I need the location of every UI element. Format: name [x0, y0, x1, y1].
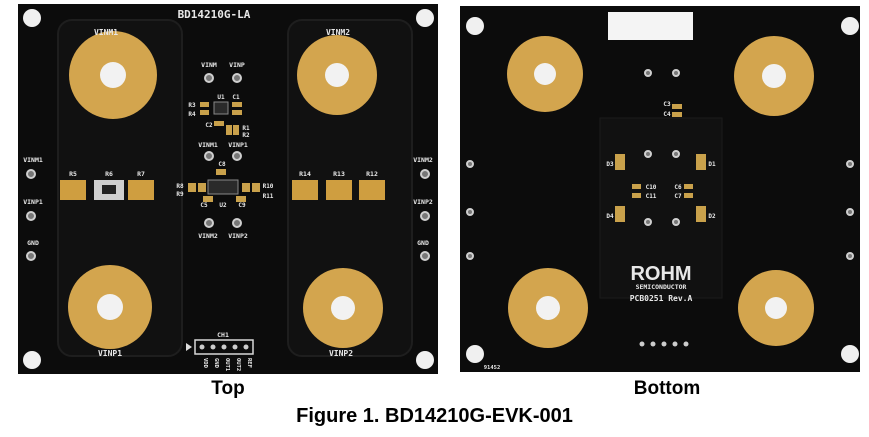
- label-r10: R10: [263, 183, 274, 190]
- ic-u1: [200, 101, 242, 135]
- label-vinp1-center: VINP1: [228, 141, 248, 149]
- pcb-id: PCB0251 Rev.A: [630, 294, 693, 303]
- label-vinp1-side: VINP1: [23, 198, 43, 206]
- label-r5: R5: [69, 170, 77, 178]
- label-r7: R7: [137, 170, 145, 178]
- pin-label-out1: OUT1: [224, 358, 230, 372]
- label-r3: R3: [188, 102, 196, 109]
- terminal-pad-bottom-tl: [507, 36, 583, 112]
- label-vinp2-center: VINP2: [228, 232, 248, 240]
- serial-number: 91452: [484, 365, 501, 371]
- label-sticker: [608, 12, 693, 40]
- label-c1: C1: [232, 94, 240, 101]
- pin-label-out2: OUT2: [235, 358, 241, 371]
- label-r6: R6: [105, 170, 113, 178]
- label-r1: R1: [242, 125, 250, 132]
- label-vinm2: VINM2: [326, 28, 350, 37]
- label-r13: R13: [333, 170, 345, 178]
- label-c7: C7: [674, 193, 682, 200]
- terminal-pad-vinp1: [68, 265, 152, 349]
- terminal-pad-vinm1: [69, 31, 157, 119]
- connector-pin-labels: VDD GND OUT1 OUT2 REF: [202, 358, 252, 372]
- label-r11: R11: [263, 193, 274, 200]
- bottom-board-drawing: C3 C4 D3 D1 D4 D2 C10 C11 C6 C7 ROHM SEM…: [460, 6, 860, 372]
- top-board-photo: BD14210G-LA VINM1 VINM2 VINP1 VINP2 VINM…: [18, 4, 438, 374]
- mounting-holes-bottom: [466, 17, 859, 363]
- label-c5: C5: [200, 202, 208, 209]
- board-title: BD14210G-LA: [178, 8, 251, 21]
- label-vinp: VINP: [229, 61, 245, 69]
- label-c2: C2: [205, 122, 213, 129]
- label-c8: C8: [218, 161, 226, 168]
- bottom-components: [615, 104, 706, 222]
- bottom-connector: [639, 341, 689, 347]
- label-r2: R2: [242, 132, 250, 139]
- label-r4: R4: [188, 111, 196, 118]
- label-u2: U2: [219, 202, 227, 209]
- label-r14: R14: [299, 170, 311, 178]
- rohm-subtitle: SEMICONDUCTOR: [636, 283, 687, 291]
- label-r12: R12: [366, 170, 378, 178]
- label-vinm1-center: VINM1: [198, 141, 218, 149]
- label-c4: C4: [663, 111, 671, 118]
- label-c6: C6: [674, 184, 682, 191]
- label-c9: C9: [238, 202, 246, 209]
- terminal-pad-vinm2: [297, 35, 377, 115]
- shunt-resistors-left: [60, 180, 154, 200]
- label-ch1: CH1: [217, 331, 229, 339]
- label-d2: D2: [708, 213, 716, 220]
- caption-bottom: Bottom: [633, 378, 701, 399]
- label-vinm1: VINM1: [94, 28, 118, 37]
- label-d4: D4: [606, 213, 614, 220]
- mounting-holes: [23, 9, 434, 369]
- test-points-bottom: [466, 69, 854, 260]
- pin-label-ref: REF: [246, 358, 252, 368]
- label-c11: C11: [646, 193, 657, 200]
- label-c3: C3: [663, 101, 671, 108]
- pin-label-gnd: GND: [213, 358, 219, 369]
- label-u1: U1: [217, 94, 225, 101]
- label-vinm2-center: VINM2: [198, 232, 218, 240]
- terminal-pad-bottom-tr: [734, 36, 814, 116]
- shunt-resistors-right: [292, 180, 385, 200]
- test-points: [26, 73, 430, 261]
- rohm-logo: ROHM: [630, 263, 691, 285]
- label-gnd-left: GND: [27, 239, 39, 247]
- label-vinp2-side: VINP2: [413, 198, 433, 206]
- terminal-pad-bottom-bl: [508, 268, 588, 348]
- label-vinm2-side: VINM2: [413, 156, 433, 164]
- terminal-pad-bottom-br: [738, 270, 814, 346]
- figure-title: Figure 1. BD14210G-EVK-001: [296, 405, 573, 427]
- label-vinp1: VINP1: [98, 349, 122, 358]
- label-r8: R8: [176, 183, 184, 190]
- top-board-drawing: BD14210G-LA VINM1 VINM2 VINP1 VINP2 VINM…: [18, 4, 438, 374]
- label-d3: D3: [606, 161, 614, 168]
- connector-ch1: [186, 339, 254, 355]
- label-gnd-right: GND: [417, 239, 429, 247]
- label-r9: R9: [176, 191, 184, 198]
- ic-u2: [188, 169, 260, 202]
- bottom-board-photo: C3 C4 D3 D1 D4 D2 C10 C11 C6 C7 ROHM SEM…: [460, 6, 860, 372]
- label-vinm: VINM: [201, 61, 217, 69]
- label-c10: C10: [646, 184, 657, 191]
- label-vinp2: VINP2: [329, 349, 353, 358]
- pin-label-vdd: VDD: [202, 358, 208, 369]
- label-d1: D1: [708, 161, 716, 168]
- caption-top: Top: [211, 378, 245, 399]
- terminal-pad-vinp2: [303, 268, 383, 348]
- label-vinm1-side: VINM1: [23, 156, 43, 164]
